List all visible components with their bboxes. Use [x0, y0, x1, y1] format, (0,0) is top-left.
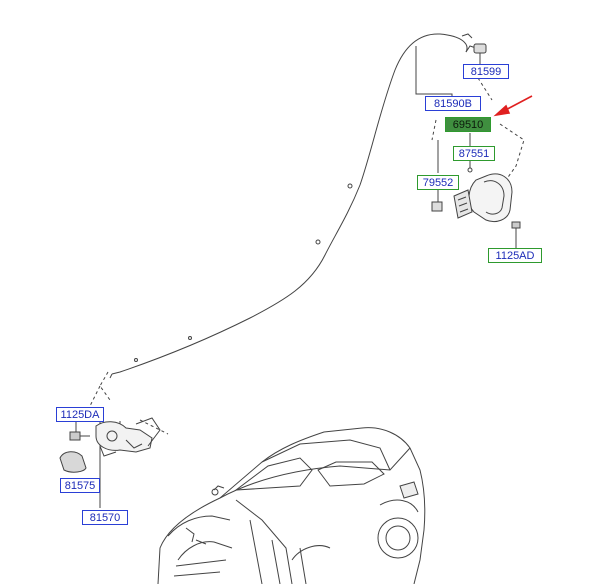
part-label-81590b[interactable]: 81590B [425, 96, 481, 111]
part-label-79552[interactable]: 79552 [417, 175, 459, 190]
cable-end-fitting-icon [461, 33, 487, 54]
dashed-guide-lines [87, 77, 525, 435]
cable-icon [109, 33, 477, 379]
bolt-icon [511, 221, 521, 240]
fuel-door-icon [431, 167, 513, 223]
pointer-arrow-icon [493, 95, 533, 117]
vehicle-outline-icon [157, 427, 426, 584]
part-label-69510[interactable]: 69510 [445, 117, 491, 132]
part-label-81570[interactable]: 81570 [82, 510, 128, 525]
part-label-1125ad[interactable]: 1125AD [488, 248, 542, 263]
part-label-87551[interactable]: 87551 [453, 146, 495, 161]
part-label-81599[interactable]: 81599 [463, 64, 509, 79]
part-label-1125da[interactable]: 1125DA [56, 407, 104, 422]
part-label-81575[interactable]: 81575 [60, 478, 100, 493]
opener-lever-icon [59, 417, 161, 473]
